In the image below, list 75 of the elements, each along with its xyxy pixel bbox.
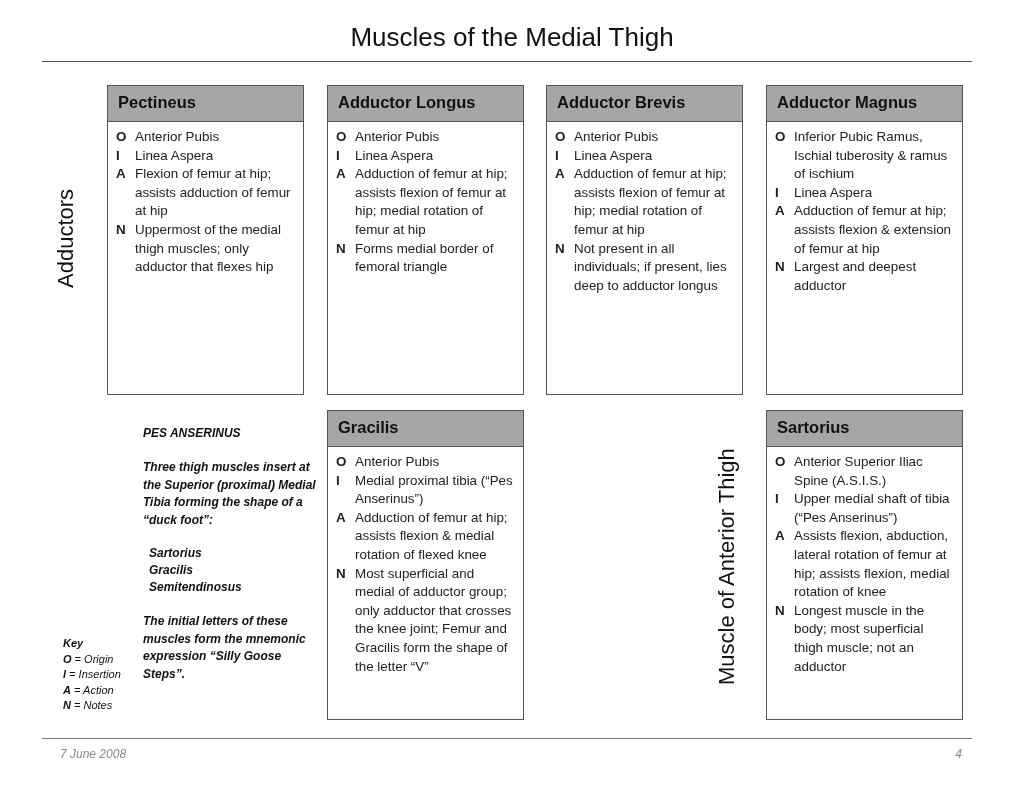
row-letter: A (775, 527, 786, 546)
row-letter: O (775, 453, 787, 471)
row-letter: N (336, 564, 347, 583)
row-letter: I (775, 183, 780, 202)
card-heading: Adductor Magnus (767, 86, 962, 122)
row-letter: O (555, 128, 567, 146)
note-text: The initial letters of these muscles form the mnemonic expression “Silly Goose Steps”. (143, 613, 307, 683)
list-item: Gracilis (149, 562, 195, 579)
key-entry: I = Insertion (63, 667, 122, 682)
row-letter: N (336, 239, 347, 258)
page-number: 4 (954, 746, 962, 763)
row-letter: O (775, 128, 787, 146)
muscle-card (107, 85, 304, 395)
key-heading: Key (63, 636, 85, 651)
muscle-card (766, 85, 963, 395)
row-letter: N (775, 601, 786, 620)
row-letter: O (336, 128, 348, 146)
row-letter: A (336, 508, 347, 527)
key-entry: A = Action (63, 683, 115, 698)
row-letter: N (775, 258, 786, 277)
row-text: Largest and deepest adductor (794, 258, 918, 295)
muscle-card (546, 85, 743, 395)
card-heading: Sartorius (767, 411, 962, 447)
row-text: Linea Aspera (794, 183, 874, 202)
row-text: Inferior Pubic Ramus, Ischial tuberosity & ramus of ischium (794, 128, 949, 184)
muscle-card (327, 410, 524, 720)
row-letter: I (336, 146, 341, 165)
card-heading: Adductor Longus (328, 86, 523, 122)
row-letter: N (555, 239, 566, 258)
row-text: Uppermost of the medial thigh muscles; only adductor that flexes hip (135, 220, 282, 277)
row-letter: A (555, 165, 566, 184)
row-letter: I (336, 471, 341, 490)
row-text: Longest muscle in the body; most superficial thigh muscle; not an adductor (794, 601, 926, 676)
key-entry: O = Origin (63, 652, 115, 667)
row-text: Linea Aspera (355, 146, 435, 165)
row-letter: A (116, 165, 127, 184)
row-text: Flexion of femur at hip; assists adduction of femur at hip (135, 165, 292, 221)
row-text: Adduction of femur at hip; assists flexion & extension of femur at hip (794, 202, 953, 258)
side-heading: Adductors (57, 188, 75, 288)
row-letter: O (116, 128, 128, 146)
row-text: Medial proximal tibia (“Pes Anserinus”) (355, 471, 514, 509)
row-text: Adduction of femur at hip; assists flexion & medial rotation of flexed knee (355, 508, 509, 564)
row-text: Upper medial shaft of tibia (“Pes Anserinus”) (794, 490, 951, 527)
row-text: Adduction of femur at hip; assists flexion of femur at hip; medial rotation of femur at hip (574, 165, 728, 239)
card-heading: Adductor Brevis (547, 86, 742, 122)
row-text: Forms medial border of femoral triangle (355, 239, 495, 277)
card-heading: Pectineus (108, 86, 303, 122)
muscle-card (766, 410, 963, 720)
row-text: Not present in all individuals; if present, lies deep to adductor longus (574, 239, 728, 295)
note-heading: PES ANSERINUS (143, 425, 242, 442)
slide-title: Muscles of the Medial Thigh (349, 22, 675, 53)
key-entry: N = Notes (63, 698, 114, 713)
card-heading: Gracilis (328, 411, 523, 447)
row-text: Anterior Pubis (355, 453, 441, 471)
row-letter: A (775, 202, 786, 221)
row-text: Linea Aspera (135, 146, 215, 165)
row-text: Anterior Pubis (574, 128, 660, 146)
list-item: Sartorius (149, 545, 203, 562)
row-text: Adduction of femur at hip; assists flexion of femur at hip; medial rotation of femur at hip (355, 165, 509, 239)
row-text: Most superficial and medial of adductor group; only adductor that crosses the knee joint; Femur and Gracilis form the shape of the letter “V” (355, 564, 513, 676)
row-text: Assists flexion, abduction, lateral rotation of femur at hip; assists flexion, medial rotation of knee (794, 527, 951, 602)
row-letter: N (116, 220, 127, 239)
row-text: Linea Aspera (574, 146, 654, 165)
row-letter: I (775, 490, 780, 509)
note-text: Three thigh muscles insert at the Superior (proximal) Medial Tibia forming the shape of a “duck foot”: (143, 459, 317, 529)
muscle-card (327, 85, 524, 395)
row-letter: I (116, 146, 121, 165)
row-text: Anterior Superior Iliac Spine (A.S.I.S.) (794, 453, 924, 490)
row-letter: O (336, 453, 348, 471)
footer-date: 7 June 2008 (60, 746, 128, 763)
row-text: Anterior Pubis (355, 128, 441, 146)
row-letter: I (555, 146, 560, 165)
row-text: Anterior Pubis (135, 128, 221, 146)
row-letter: A (336, 165, 347, 184)
list-item: Semitendinosus (149, 579, 243, 596)
